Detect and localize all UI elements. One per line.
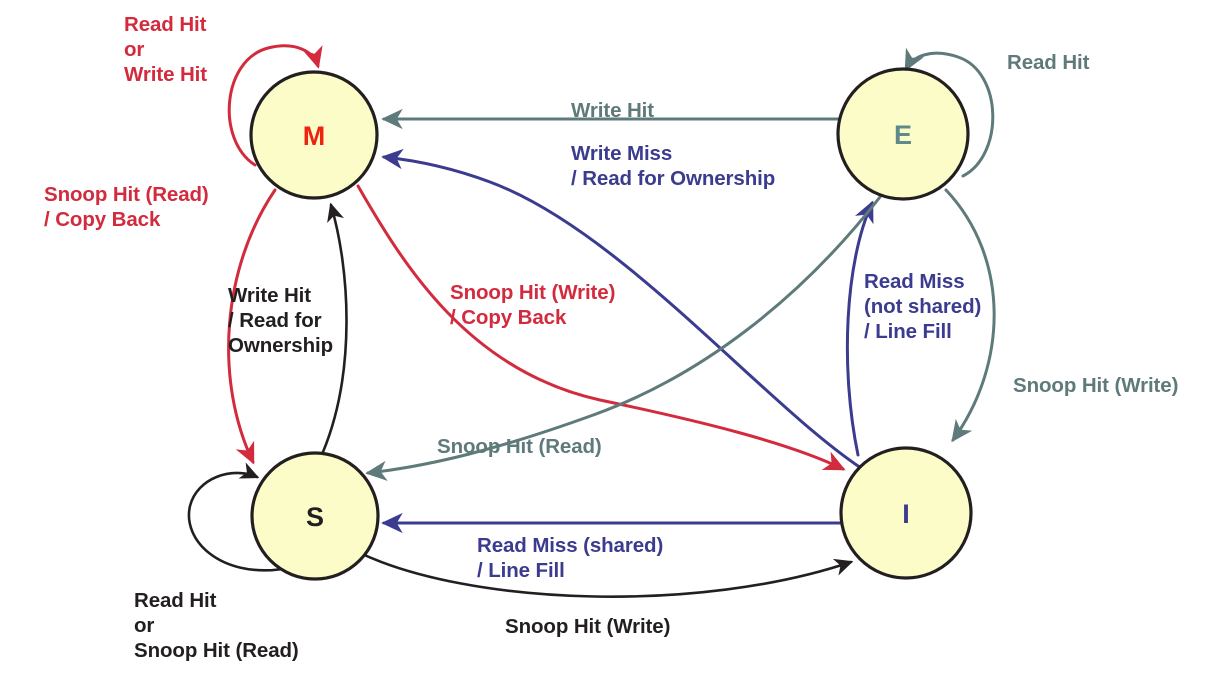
state-label-i: I: [902, 499, 910, 529]
edge-s-to-m: [321, 202, 348, 454]
edge-label-e-to-s: Snoop Hit (Read): [437, 435, 602, 458]
edge-m-to-s: [227, 188, 277, 465]
edge-label-i-to-m: Write Miss / Read for Ownership: [571, 142, 776, 190]
edge-e-self-loop: [904, 47, 995, 178]
edge-i-to-m: [381, 148, 863, 470]
edge-label-i-to-s: Read Miss (shared) / Line Fill: [477, 534, 664, 582]
edge-label-e-self-loop: Read Hit: [1007, 51, 1090, 74]
state-label-s: S: [306, 502, 324, 532]
edge-m-self-loop: [227, 44, 323, 167]
state-node-e[interactable]: [836, 67, 970, 201]
edge-label-m-to-i: Snoop Hit (Write) / Copy Back: [450, 281, 616, 329]
edge-i-to-e: [845, 200, 874, 457]
state-node-s[interactable]: [250, 451, 380, 581]
edge-e-to-s: [365, 195, 882, 481]
edge-label-e-to-i: Snoop Hit (Write): [1013, 374, 1179, 397]
edge-label-m-to-s: Snoop Hit (Read) / Copy Back: [44, 183, 209, 231]
edge-m-to-i: [356, 184, 846, 471]
state-label-m: M: [303, 121, 326, 151]
edge-s-to-i: [356, 550, 854, 598]
state-node-i[interactable]: [839, 446, 973, 580]
state-node-m[interactable]: [249, 70, 379, 200]
edge-label-i-to-e: Read Miss (not shared) / Line Fill: [864, 270, 982, 343]
edge-label-m-self-loop: Read Hit or Write Hit: [124, 13, 208, 86]
edge-label-s-to-i: Snoop Hit (Write): [505, 615, 671, 638]
edge-label-s-to-m: Write Hit / Read for Ownership: [228, 284, 334, 357]
edge-e-to-i: [944, 188, 996, 443]
state-label-e: E: [894, 120, 912, 150]
edge-label-e-to-m-write-hit: Write Hit: [571, 99, 655, 122]
edge-label-s-self-loop: Read Hit or Snoop Hit (Read): [134, 589, 299, 662]
edge-s-self-loop: [187, 462, 285, 572]
